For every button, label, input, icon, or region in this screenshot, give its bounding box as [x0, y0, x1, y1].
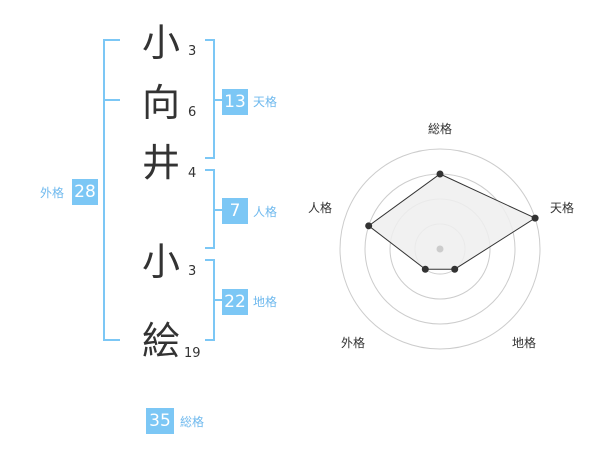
soukaku-value: 35	[146, 408, 174, 434]
radar-axis-label-tenkaku: 天格	[550, 201, 575, 215]
radar-point-4	[421, 265, 429, 273]
chikaku-label: 地格	[253, 295, 278, 309]
name-char-3: 井	[141, 141, 180, 185]
soukaku-label: 総格	[180, 415, 205, 429]
stroke-count-1: 3	[188, 44, 197, 59]
radar-axis-label-soukaku: 総格	[428, 122, 453, 136]
gaikaku-label: 外格	[40, 186, 65, 200]
radar-point-5	[365, 222, 373, 230]
radar-center-point	[436, 245, 444, 253]
radar-grid-ring-4	[339, 148, 541, 350]
radar-point-3	[451, 265, 459, 273]
tenkaku-value: 13	[222, 89, 248, 115]
jinkaku-value: 7	[222, 198, 248, 224]
stroke-count-3: 4	[188, 166, 197, 181]
radar-axis-label-chikaku: 地格	[512, 336, 537, 350]
stroke-count-4: 3	[188, 264, 197, 279]
radar-point-2	[531, 214, 539, 222]
gaikaku-bracket	[103, 39, 120, 341]
name-char-5: 絵	[141, 319, 180, 363]
radar-value-area	[367, 173, 537, 270]
stroke-count-5: 19	[184, 346, 201, 361]
jinkaku-label: 人格	[253, 205, 278, 219]
name-char-2: 向	[141, 81, 180, 125]
name-char-1: 小	[141, 21, 180, 65]
chikaku-value: 22	[222, 289, 248, 315]
name-char-4: 小	[141, 240, 180, 284]
radar-axis-label-jinkaku: 人格	[308, 201, 333, 215]
tenkaku-label: 天格	[253, 95, 278, 109]
radar-point-1	[436, 170, 444, 178]
gaikaku-value: 28	[72, 179, 98, 205]
stroke-count-2: 6	[188, 105, 197, 120]
radar-axis-label-gaikaku: 外格	[341, 336, 366, 350]
